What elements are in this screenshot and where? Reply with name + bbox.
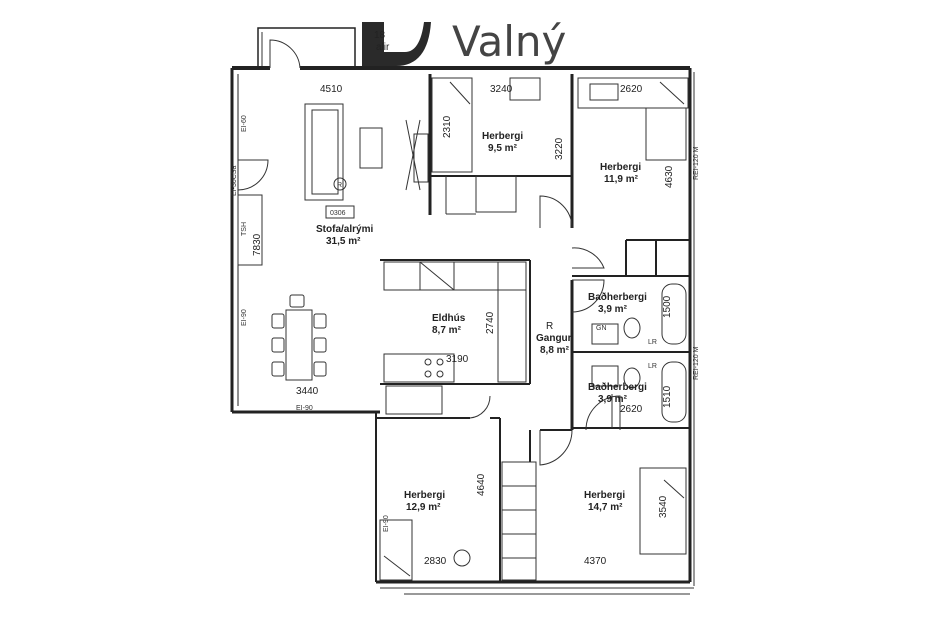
dim-living-height: 7830	[252, 233, 263, 256]
recycle-symbol-living: R	[337, 182, 342, 189]
tag-tsh: TSH	[241, 222, 248, 236]
outer-walls	[230, 66, 695, 595]
dim-bed2-width: 2620	[620, 84, 643, 95]
balcony-number: 18	[374, 30, 386, 41]
brand-name: Valný	[452, 17, 566, 66]
tag-rei-upper: REI-120 M	[693, 146, 700, 180]
doors	[237, 39, 621, 466]
room-bed1-area: 9,5 m²	[488, 143, 518, 154]
bathroom-fixtures	[591, 283, 687, 423]
room-bath1-area: 3,9 m²	[598, 304, 628, 315]
fixture-code: 0306	[330, 210, 346, 217]
room-living-area: 31,5 m²	[326, 236, 361, 247]
tag-ei90-bed3: EI-90	[383, 515, 390, 532]
recycle-symbol-hall: R	[546, 321, 553, 332]
dim-bath1-height: 1500	[662, 295, 673, 318]
dim-bed1-height-b: 3220	[554, 137, 565, 160]
dim-living-bottom: 3440	[296, 386, 319, 397]
tag-ei60: EI-60	[241, 115, 248, 132]
tag-gn: GN	[596, 325, 607, 332]
dim-kitchen-height: 2740	[485, 311, 496, 334]
dim-bed4-width: 4370	[584, 556, 607, 567]
room-labels: Stofa/alrými 31,5 m² Eldhús 8,7 m² Gangu…	[316, 131, 647, 513]
dim-bed3-height: 4640	[476, 473, 487, 496]
dim-bath2-width: 2620	[620, 404, 643, 415]
room-hall-area: 8,8 m²	[540, 345, 570, 356]
tag-ei90-living: EI-90	[241, 309, 248, 326]
bedroom-fixtures	[379, 77, 689, 581]
dimensions: 4510 3440 3240 2620 3190 2620 2830 4370 …	[252, 84, 675, 567]
room-bath2-name: Baðherbergi	[588, 381, 647, 393]
kitchen-furniture	[383, 261, 527, 415]
room-bed3-area: 12,9 m²	[406, 502, 441, 513]
tag-rei-lower: REI-120 M	[693, 346, 700, 380]
room-bed3-name: Herbergi	[404, 490, 445, 501]
dim-living-width: 4510	[320, 84, 343, 95]
room-kitchen-name: Eldhús	[432, 313, 466, 324]
room-bed4-name: Herbergi	[584, 490, 625, 501]
tag-ei30: EI-30CSa	[231, 166, 238, 196]
dim-bed2-height: 4630	[664, 165, 675, 188]
tag-lr-upper: LR	[648, 339, 657, 346]
balcony-label: alir	[376, 42, 390, 53]
living-furniture: R 0306	[237, 103, 429, 381]
dim-bed4-height: 3540	[658, 495, 669, 518]
room-living-name: Stofa/alrými	[316, 224, 373, 235]
room-hall-name: Gangur	[536, 333, 572, 344]
dim-kitchen-width: 3190	[446, 354, 469, 365]
room-bath1-name: Baðherbergi	[588, 291, 647, 303]
dim-bath2-height: 1510	[662, 385, 673, 408]
room-bed2-name: Herbergi	[600, 162, 641, 173]
dim-bed3-width: 2830	[424, 556, 447, 567]
brand-mark-icon	[362, 22, 431, 66]
room-bath2-area: 3,9 m²	[598, 394, 628, 405]
dim-bed1-height-a: 2310	[442, 115, 453, 138]
room-kitchen-area: 8,7 m²	[432, 325, 462, 336]
dim-bed1-width: 3240	[490, 84, 513, 95]
balcony: 18 alir	[257, 27, 390, 68]
room-bed1-name: Herbergi	[482, 131, 523, 142]
interior-walls	[376, 74, 690, 582]
brand-logo: Valný	[362, 17, 566, 66]
room-bed2-area: 11,9 m²	[604, 174, 639, 185]
room-bed4-area: 14,7 m²	[588, 502, 623, 513]
tag-ei90-bottom: EI-90	[296, 405, 313, 412]
recycle-symbol-icon	[333, 177, 347, 191]
tag-lr-lower: LR	[648, 363, 657, 370]
wall-tags: EI-60 EI-30CSa TSH EI-90 EI-90 EI-90 REI…	[231, 115, 700, 532]
